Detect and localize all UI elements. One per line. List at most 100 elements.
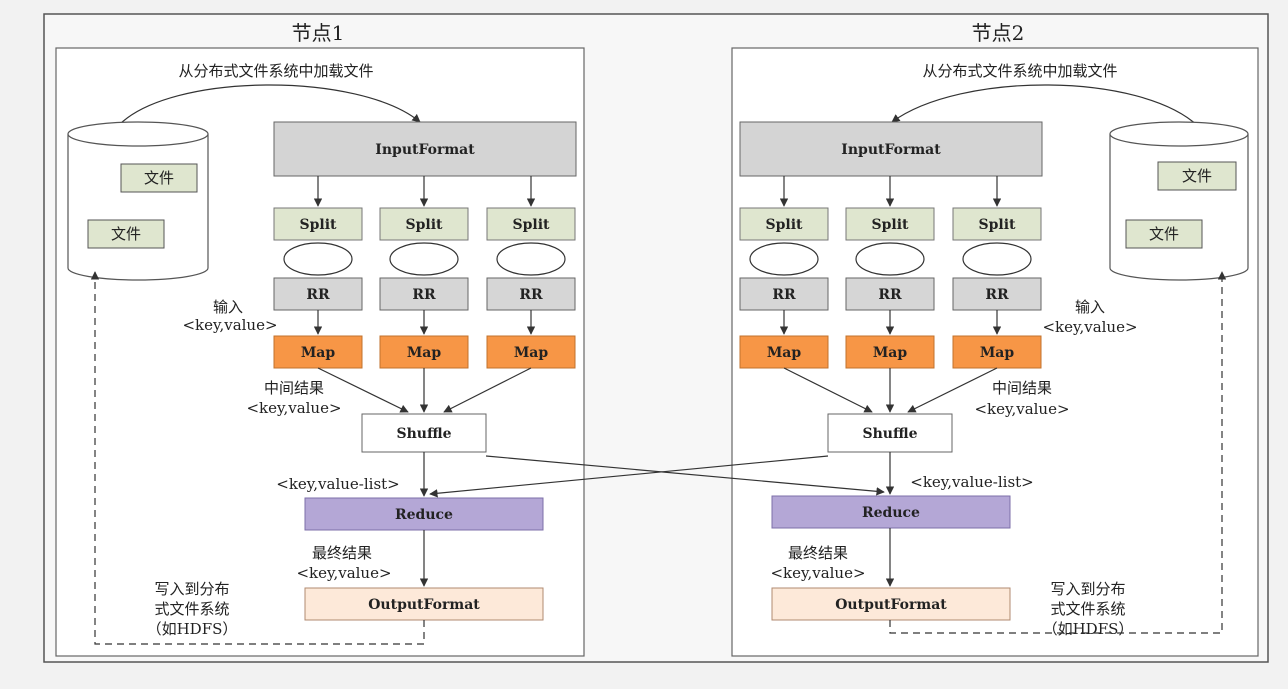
cross-shuffle-arrow bbox=[485, 455, 885, 496]
node-1-arrow bbox=[443, 367, 532, 413]
node-1-output-format-label: OutputFormat bbox=[368, 597, 480, 613]
node-1-write-back-arrow bbox=[90, 271, 425, 645]
node-1-write-label: 写入到分布 bbox=[154, 580, 229, 598]
node-2-file-label: 文件 bbox=[1149, 225, 1179, 243]
node-2-final-label: 最终结果 bbox=[788, 544, 848, 562]
node-1-split-box bbox=[379, 207, 469, 241]
node-1-loop-arrow bbox=[283, 242, 353, 276]
node-2-load-arrow bbox=[891, 84, 1199, 127]
node-1-loop-arrow bbox=[496, 242, 566, 276]
node-1-map-label: Map bbox=[407, 345, 442, 361]
node-1-loop-arrow bbox=[389, 242, 459, 276]
node-2-rr-box bbox=[952, 277, 1042, 311]
node-1-rr-label: RR bbox=[412, 287, 436, 303]
node-2-reduce-label: Reduce bbox=[862, 505, 920, 521]
node-2-intermediate-label: 中间结果 bbox=[992, 379, 1052, 397]
node-1-map-box bbox=[486, 335, 576, 369]
node-2-split-label: Split bbox=[978, 217, 1016, 233]
node-2-write-back-arrow bbox=[889, 271, 1227, 634]
node-2-output-format-box bbox=[771, 587, 1011, 621]
node-1-file-label: 文件 bbox=[111, 225, 141, 243]
node-2-map-box bbox=[952, 335, 1042, 369]
node-1-arrow bbox=[317, 367, 409, 413]
node-1-list-label: <key,value-list> bbox=[276, 475, 400, 493]
node-1-split-label: Split bbox=[405, 217, 443, 233]
node-1-file-label: 文件 bbox=[144, 169, 174, 187]
node-1-intermediate-kv-label: <key,value> bbox=[246, 399, 341, 417]
node-2-arrow bbox=[783, 367, 873, 413]
node-2-split-box bbox=[952, 207, 1042, 241]
node-2-write-label: 式文件系统 bbox=[1050, 600, 1125, 618]
node-1-split-box bbox=[486, 207, 576, 241]
node-1-final-kv-label: <key,value> bbox=[296, 564, 391, 582]
node-2-load-label: 从分布式文件系统中加载文件 bbox=[922, 62, 1117, 80]
node-1-input-format-label: InputFormat bbox=[375, 142, 475, 158]
node-1-title: 节点1 bbox=[292, 21, 345, 45]
node-2-split-label: Split bbox=[765, 217, 803, 233]
node-2-map-box bbox=[845, 335, 935, 369]
node-2-rr-label: RR bbox=[985, 287, 1009, 303]
node-1-file-box bbox=[87, 219, 165, 249]
node-2: 节点2 从分布式文件系统中加载文件 文件 文件 InputFormat Spli… bbox=[731, 21, 1259, 657]
node-1-rr-box bbox=[486, 277, 576, 311]
node-2-reduce-box bbox=[771, 495, 1011, 529]
node-1-reduce-label: Reduce bbox=[395, 507, 453, 523]
node-1-input-label: 输入 bbox=[213, 298, 243, 316]
node-1-map-box bbox=[379, 335, 469, 369]
node-1-map-label: Map bbox=[514, 345, 549, 361]
node-1-final-label: 最终结果 bbox=[312, 544, 372, 562]
node-1: 节点1 从分布式文件系统中加载文件 文件 文件 InputFormat Spli… bbox=[55, 21, 585, 657]
node-2-file-label: 文件 bbox=[1182, 167, 1212, 185]
node-1-output-format-box bbox=[304, 587, 544, 621]
node-2-storage-cylinder bbox=[1109, 121, 1249, 281]
node-1-split-box bbox=[273, 207, 363, 241]
node-2-input-kv-label: <key,value> bbox=[1042, 318, 1137, 336]
node-2-write-label: 写入到分布 bbox=[1050, 580, 1125, 598]
node-2-intermediate-kv-label: <key,value> bbox=[974, 400, 1069, 418]
node-2-map-label: Map bbox=[980, 345, 1015, 361]
node-1-write-label: （如HDFS） bbox=[147, 620, 238, 638]
node-2-file-box bbox=[1157, 161, 1237, 191]
node-2-loop-arrow bbox=[749, 242, 819, 276]
node-2-arrow bbox=[907, 367, 998, 413]
node-2-input-format-label: InputFormat bbox=[841, 142, 941, 158]
node-2-list-label: <key,value-list> bbox=[910, 473, 1034, 491]
node-1-load-label: 从分布式文件系统中加载文件 bbox=[178, 62, 373, 80]
node-1-storage-cylinder bbox=[67, 121, 209, 281]
node-2-rr-label: RR bbox=[878, 287, 902, 303]
node-2-split-label: Split bbox=[871, 217, 909, 233]
node-2-rr-box bbox=[845, 277, 935, 311]
node-2-title: 节点2 bbox=[972, 21, 1025, 45]
node-1-input-kv-label: <key,value> bbox=[182, 316, 277, 334]
node-2-file-box bbox=[1125, 219, 1203, 249]
node-2-split-box bbox=[845, 207, 935, 241]
node-1-load-arrow bbox=[117, 84, 421, 127]
node-2-rr-label: RR bbox=[772, 287, 796, 303]
node-1-input-format-box bbox=[273, 121, 577, 177]
node-1-rr-box bbox=[379, 277, 469, 311]
node-2-input-label: 输入 bbox=[1075, 298, 1105, 316]
node-1-map-box bbox=[273, 335, 363, 369]
node-2-map-label: Map bbox=[767, 345, 802, 361]
node-1-write-label: 式文件系统 bbox=[154, 600, 229, 618]
node-2-input-format-box bbox=[739, 121, 1043, 177]
node-1-split-label: Split bbox=[299, 217, 337, 233]
node-1-file-box bbox=[120, 163, 198, 193]
node-2-loop-arrow bbox=[855, 242, 925, 276]
node-1-shuffle-box bbox=[361, 413, 487, 453]
node-2-shuffle-label: Shuffle bbox=[862, 426, 917, 442]
node-2-write-label: （如HDFS） bbox=[1043, 620, 1134, 638]
node-1-rr-label: RR bbox=[306, 287, 330, 303]
node-2-split-box bbox=[739, 207, 829, 241]
node-1-map-label: Map bbox=[301, 345, 336, 361]
node-1-shuffle-label: Shuffle bbox=[396, 426, 451, 442]
node-2-loop-arrow bbox=[962, 242, 1032, 276]
node-1-rr-label: RR bbox=[519, 287, 543, 303]
node-2-map-label: Map bbox=[873, 345, 908, 361]
cross-shuffle-arrow bbox=[429, 455, 829, 498]
node-1-intermediate-label: 中间结果 bbox=[264, 379, 324, 397]
node-2-output-format-label: OutputFormat bbox=[835, 597, 947, 613]
node-1-split-label: Split bbox=[512, 217, 550, 233]
